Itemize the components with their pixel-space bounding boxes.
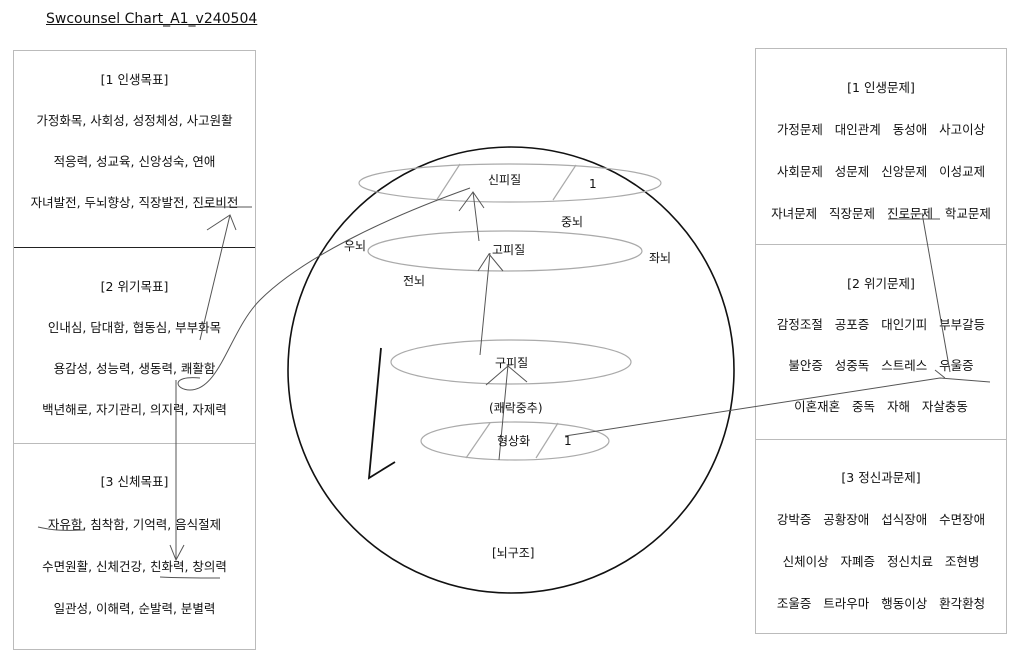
list-item: 일관성, 이해력, 순발력, 분별력: [53, 601, 216, 616]
return-arrow: [367, 347, 396, 480]
brain-outline: [287, 146, 735, 594]
neocortex-number: 1: [589, 177, 597, 191]
visualization-label: 형상화: [497, 434, 531, 448]
section-heading: [1 인생목표]: [100, 72, 169, 87]
divider: [756, 244, 1006, 245]
list-item: 백년해로, 자기관리, 의지력, 자제력: [42, 402, 227, 417]
problems-panel: [1 인생문제] 가정문제 대인관계 동성애 사고이상 사회문제 성문제 신앙문…: [755, 48, 1007, 634]
pleasure-center-label: (쾌락중추): [489, 401, 543, 415]
list-item: 자유함, 침착함, 기억력, 음식절제: [47, 517, 222, 532]
list-item: 자녀문제 직장문제 진로문제 학교문제: [771, 206, 991, 221]
section-heading: [2 위기목표]: [100, 279, 169, 294]
paleocortex-label: 고피질: [492, 243, 526, 257]
goals-panel: [1 인생목표] 가정화목, 사회성, 성정체성, 사고원활 적응력, 성교육,…: [13, 50, 256, 650]
list-item: 조울증 트라우마 행동이상 환각환청: [776, 596, 986, 611]
list-item: 자녀발전, 두뇌향상, 직장발전, 진로비전: [30, 195, 239, 210]
diagram-caption: [뇌구조]: [492, 546, 535, 560]
list-item: 신체이상 자폐증 정신치료 조현병: [782, 554, 980, 569]
archicortex-label: 구피질: [495, 356, 529, 370]
list-item: 사회문제 성문제 신앙문제 이성교제: [776, 164, 986, 179]
list-item: 감정조절 공포증 대인기피 부부갈등: [776, 317, 986, 332]
list-item: 적응력, 성교육, 신앙성숙, 연애: [53, 154, 216, 169]
left-brain-label: 좌뇌: [649, 251, 672, 265]
neocortex-layer: [358, 163, 662, 203]
list-item: 이혼재혼 중독 자해 자살충동: [794, 399, 968, 414]
list-item: 가정문제 대인관계 동성애 사고이상: [776, 122, 986, 137]
visualization-number: 1: [564, 434, 572, 448]
neocortex-label: 신피질: [488, 173, 522, 187]
list-item: 강박증 공황장애 섭식장애 수면장애: [776, 512, 986, 527]
forebrain-label: 전뇌: [403, 274, 426, 288]
section-heading: [3 신체목표]: [100, 474, 169, 489]
paleocortex-layer: [367, 230, 643, 272]
divider: [14, 247, 255, 248]
section-heading: [2 위기문제]: [847, 276, 915, 291]
list-item: 수면원활, 신체건강, 친화력, 창의력: [42, 559, 227, 574]
divider: [14, 443, 255, 444]
visualization-layer: [420, 421, 610, 461]
section-heading: [1 인생문제]: [847, 80, 915, 95]
chart-title: Swcounsel Chart_A1_v240504: [46, 11, 258, 27]
midbrain-label: 중뇌: [561, 215, 584, 229]
divider: [756, 439, 1006, 440]
hand-drawn-arrows: [37, 187, 991, 579]
section-heading: [3 정신과문제]: [841, 470, 921, 485]
list-item: 가정화목, 사회성, 성정체성, 사고원활: [36, 113, 233, 128]
list-item: 용감성, 성능력, 생동력, 쾌활함: [53, 361, 216, 376]
archicortex-layer: [390, 339, 632, 385]
list-item: 인내심, 담대함, 협동심, 부부화목: [47, 320, 222, 335]
right-brain-label: 우뇌: [344, 239, 367, 253]
